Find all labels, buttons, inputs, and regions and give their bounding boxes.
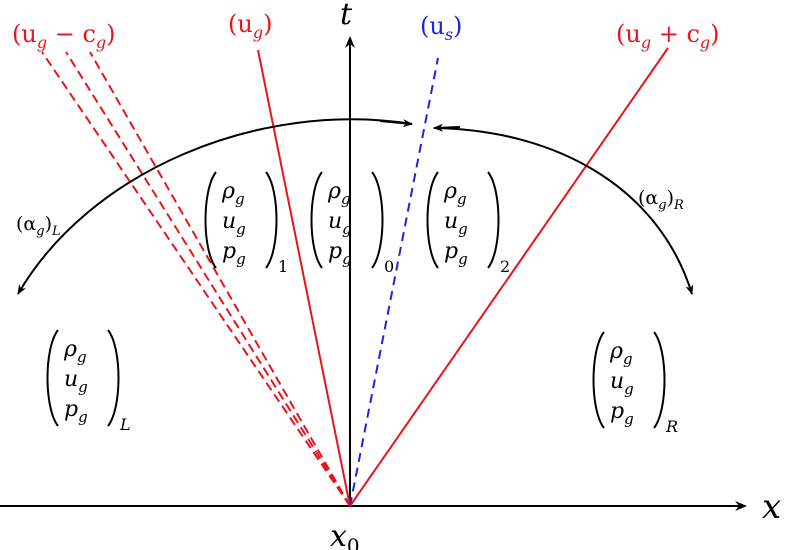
arc-right-head-top xyxy=(434,127,460,128)
contact-wave-ug xyxy=(258,50,350,506)
paren-right xyxy=(488,172,499,268)
state-vector-1: ρgugpg 1 xyxy=(206,172,289,276)
shock-wave-right xyxy=(350,48,668,506)
solid-wave-us xyxy=(350,58,438,506)
arc-right xyxy=(434,128,692,294)
u-entry: ug xyxy=(222,209,246,238)
state-index: 0 xyxy=(384,257,394,276)
p-entry: pg xyxy=(64,397,88,426)
state-vector-0: ρgugpg 0 xyxy=(312,172,395,276)
paren-left xyxy=(48,330,59,426)
p-entry: pg xyxy=(222,239,246,268)
rho-entry: ρg xyxy=(63,337,87,366)
label-ug-minus-cg: (ug − cg) xyxy=(12,20,116,52)
state-index: 2 xyxy=(500,257,510,276)
rho-entry: ρg xyxy=(327,179,351,208)
p-entry: pg xyxy=(610,399,634,428)
p-entry: pg xyxy=(444,239,468,268)
u-entry: ug xyxy=(64,367,88,396)
rarefaction-line-3 xyxy=(90,52,350,506)
paren-left xyxy=(594,332,605,428)
paren-right xyxy=(108,330,119,426)
rho-entry: ρg xyxy=(443,179,467,208)
label-us: (us) xyxy=(420,12,462,44)
paren-left xyxy=(206,172,217,268)
label-alpha-right: (αg)R xyxy=(638,187,684,213)
u-entry: ug xyxy=(610,369,634,398)
state-vector-R: ρgugpgR xyxy=(594,332,679,436)
paren-left xyxy=(312,172,323,268)
label-alpha-left: (αg)L xyxy=(16,213,61,239)
x-axis-label: x xyxy=(762,487,781,527)
paren-right xyxy=(372,172,383,268)
p-entry: pg xyxy=(328,239,352,268)
t-axis-label: t xyxy=(340,0,353,32)
paren-right xyxy=(654,332,665,428)
state-index: R xyxy=(665,417,678,436)
origin-label: x0 xyxy=(330,519,360,550)
rho-entry: ρg xyxy=(609,339,633,368)
u-entry: ug xyxy=(444,209,468,238)
rarefaction-line-2 xyxy=(66,52,350,506)
state-index: 1 xyxy=(278,257,288,276)
label-ug: (ug) xyxy=(228,10,272,42)
state-vector-2: ρgugpg 2 xyxy=(428,172,511,276)
label-ug-plus-cg: (ug + cg) xyxy=(616,20,720,52)
rho-entry: ρg xyxy=(221,179,245,208)
paren-left xyxy=(428,172,439,268)
paren-right xyxy=(266,172,277,268)
state-index: L xyxy=(119,415,131,434)
u-entry: ug xyxy=(328,209,352,238)
state-vector-L: ρgugpgL xyxy=(48,330,131,434)
